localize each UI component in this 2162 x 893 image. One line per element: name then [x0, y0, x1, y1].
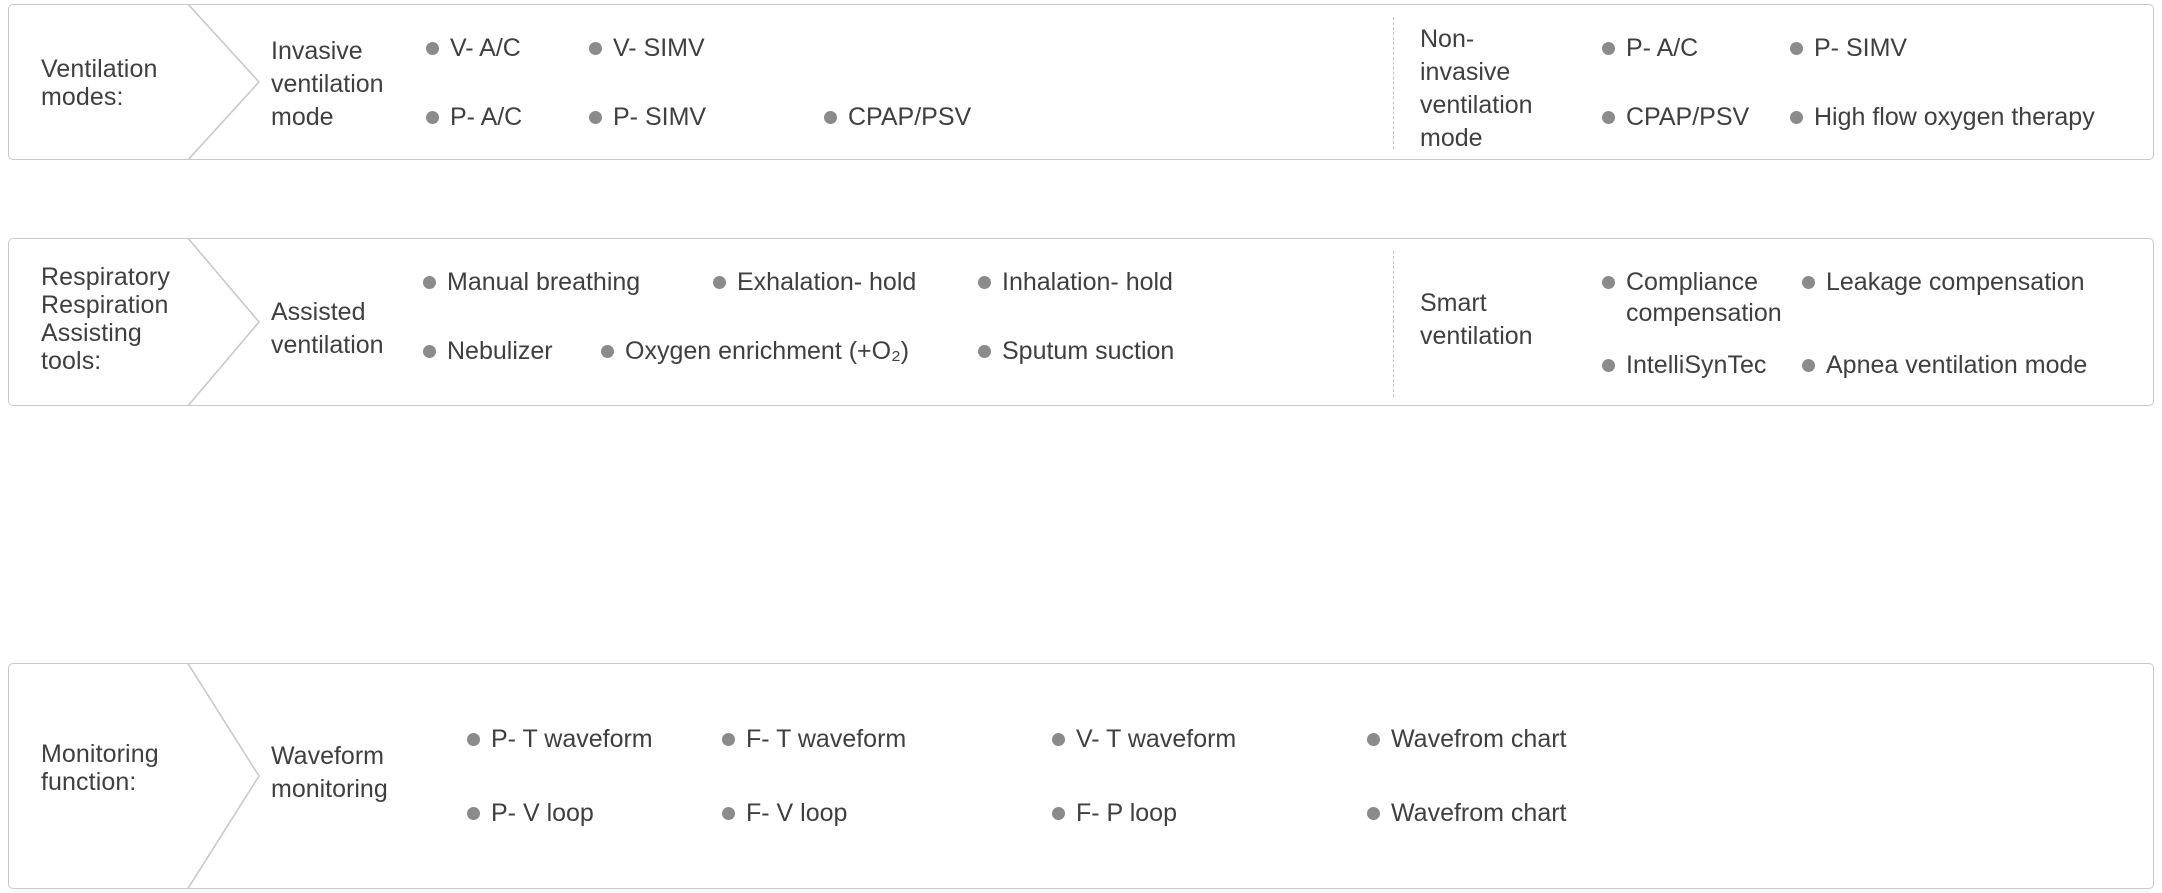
list-item[interactable]: Inhalation- hold — [978, 267, 1208, 298]
list-item[interactable]: P- A/C — [426, 102, 589, 133]
list-item[interactable]: CPAP/PSV — [1602, 102, 1790, 133]
bullet-dot-icon — [589, 110, 602, 124]
list-item[interactable]: P- SIMV — [589, 102, 824, 133]
bullet-dot-icon — [601, 344, 614, 358]
list-item[interactable]: V- SIMV — [589, 33, 824, 64]
item-row: P- A/C P- SIMV — [1602, 33, 2120, 64]
chevron-divider-icon — [183, 5, 263, 159]
chevron-divider-icon — [183, 664, 263, 888]
list-item[interactable]: Nebulizer — [423, 336, 601, 367]
item-row: Nebulizer Oxygen enrichment (+O₂) Sputum… — [423, 336, 1208, 367]
item-grid-smart-ventilation: Compliance compensation Leakage compensa… — [1602, 267, 2132, 381]
list-item[interactable]: V- T waveform — [1052, 724, 1367, 755]
list-item[interactable]: P- SIMV — [1790, 33, 2120, 64]
item-grid-assisted-ventilation: Manual breathing Exhalation- hold Inhala… — [423, 267, 1208, 366]
item-row: P- V loop F- V loop F- P loop Wavef — [467, 798, 1647, 829]
list-item[interactable]: CPAP/PSV — [824, 102, 1044, 133]
bullet-dot-icon — [1790, 110, 1803, 124]
item-row: Compliance compensation Leakage compensa… — [1602, 267, 2132, 328]
item-row: CPAP/PSV High flow oxygen therapy — [1602, 102, 2120, 133]
bullet-dot-icon — [1602, 110, 1615, 124]
list-item[interactable]: Apnea ventilation mode — [1802, 350, 2132, 381]
bullet-dot-icon — [1367, 733, 1380, 746]
bullet-dot-icon — [978, 344, 991, 358]
list-item[interactable]: P- T waveform — [467, 724, 722, 755]
bullet-dot-icon — [713, 276, 726, 289]
bullet-dot-icon — [824, 110, 837, 124]
list-item[interactable]: Exhalation- hold — [713, 267, 978, 298]
bullet-dot-icon — [423, 344, 436, 358]
list-item[interactable]: F- T waveform — [722, 724, 1052, 755]
item-grid-waveform-monitoring: P- T waveform F- T waveform V- T wavefor… — [467, 724, 1647, 828]
list-item[interactable]: Manual breathing — [423, 267, 713, 298]
list-item[interactable]: F- P loop — [1052, 798, 1367, 829]
bullet-dot-icon — [589, 42, 602, 55]
list-item[interactable]: Wavefrom chart — [1367, 724, 1647, 755]
list-item[interactable]: Leakage compensation — [1802, 267, 2132, 298]
item-row: IntelliSynTec Apnea ventilation mode — [1602, 350, 2132, 381]
bullet-dot-icon — [1802, 359, 1815, 372]
list-item[interactable]: Sputum suction — [978, 336, 1208, 367]
bullet-dot-icon — [978, 276, 991, 289]
list-item[interactable]: P- V loop — [467, 798, 722, 829]
bullet-dot-icon — [1052, 733, 1065, 746]
list-item[interactable]: IntelliSynTec — [1602, 350, 1802, 381]
section-divider — [1393, 251, 1394, 397]
bullet-dot-icon — [426, 42, 439, 55]
bullet-dot-icon — [426, 110, 439, 124]
item-row: Manual breathing Exhalation- hold Inhala… — [423, 267, 1208, 298]
list-item[interactable]: V- A/C — [426, 33, 589, 64]
bullet-dot-icon — [722, 806, 735, 820]
list-item[interactable]: Compliance compensation — [1602, 267, 1802, 328]
item-row: P- T waveform F- T waveform V- T wavefor… — [467, 724, 1647, 755]
section-divider — [1393, 17, 1394, 149]
bullet-dot-icon — [467, 806, 480, 820]
list-item[interactable]: Wavefrom chart — [1367, 798, 1647, 829]
list-item[interactable]: Oxygen enrichment (+O₂) — [601, 336, 978, 367]
list-item[interactable]: High flow oxygen therapy — [1790, 102, 2120, 133]
list-item[interactable]: F- V loop — [722, 798, 1052, 829]
bullet-dot-icon — [1790, 42, 1803, 55]
chevron-divider-icon — [183, 239, 263, 405]
item-grid-invasive-ventilation: V- A/C V- SIMV P- A/C — [426, 33, 1044, 132]
bullet-dot-icon — [1367, 806, 1380, 820]
bullet-dot-icon — [1052, 806, 1065, 820]
bullet-dot-icon — [1802, 276, 1815, 289]
bullet-dot-icon — [467, 733, 480, 746]
bullet-dot-icon — [423, 276, 436, 289]
item-grid-noninvasive-ventilation: P- A/C P- SIMV CPAP/PSV — [1602, 33, 2120, 132]
bullet-dot-icon — [1602, 276, 1615, 289]
item-row: V- A/C V- SIMV — [426, 33, 1044, 64]
list-item[interactable]: P- A/C — [1602, 33, 1790, 64]
bullet-dot-icon — [1602, 42, 1615, 55]
item-row: P- A/C P- SIMV CPAP/PSV — [426, 102, 1044, 133]
bullet-dot-icon — [1602, 359, 1615, 372]
bullet-dot-icon — [722, 733, 735, 746]
